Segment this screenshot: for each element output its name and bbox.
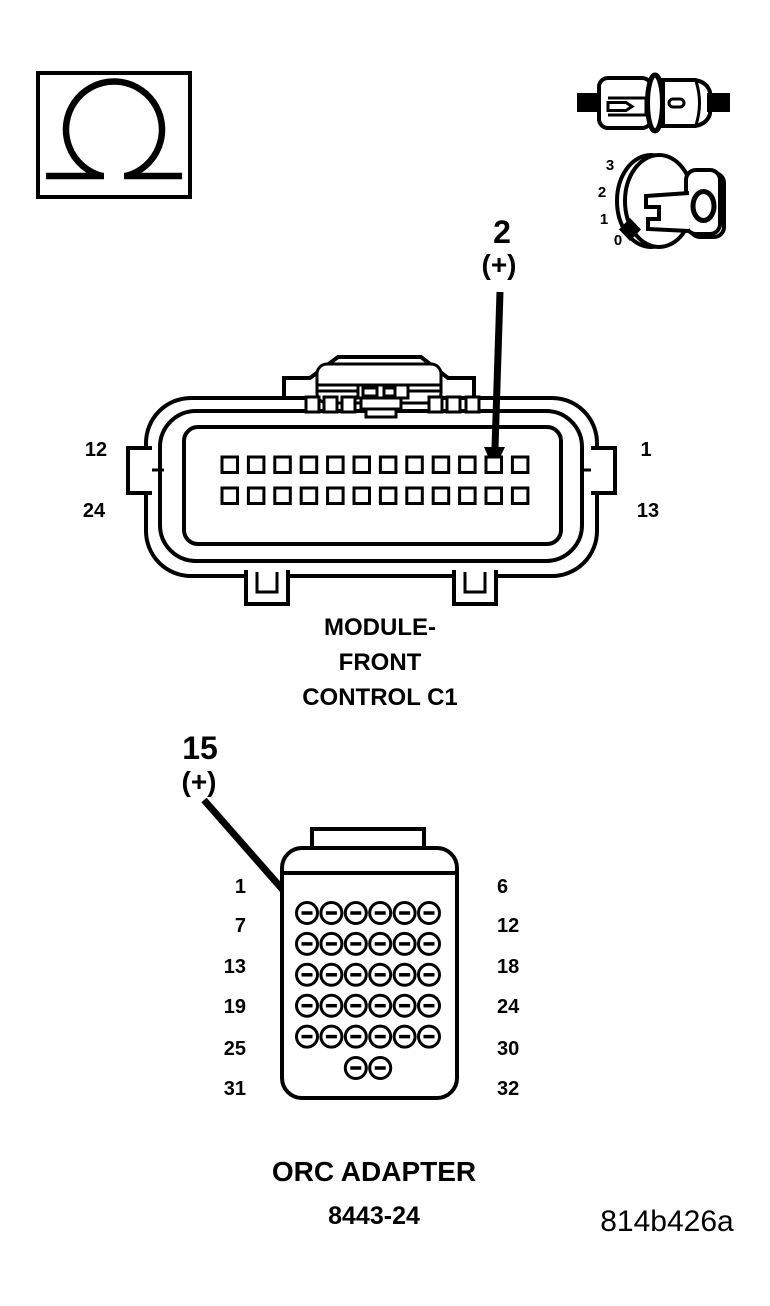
upper-label-bottom-right: 13 <box>637 500 659 522</box>
upper-probe-callout: 2 (+) <box>482 214 517 470</box>
right-index-notch <box>591 446 617 495</box>
female-connector-shoulder <box>694 80 701 126</box>
lower-right-labels: 6 12 18 24 30 32 <box>497 876 520 1100</box>
lower-probe-pin-number: 15 <box>182 730 218 766</box>
key-position-marker-diamond <box>619 218 641 241</box>
upper-pin-terminal <box>273 486 292 505</box>
upper-connector-caption: MODULE- FRONT CONTROL C1 <box>302 614 458 711</box>
upper-pin-terminal <box>405 486 424 505</box>
inner-shell <box>158 409 584 563</box>
upper-label-top-right: 1 <box>640 439 651 461</box>
latch-center-clip <box>356 383 410 419</box>
upper-pin-terminal <box>352 486 371 505</box>
female-connector-seal-ring <box>645 72 665 134</box>
latch-teeth <box>304 395 481 414</box>
upper-caption-line-2: FRONT <box>339 649 422 676</box>
upper-pin-terminal <box>246 486 266 505</box>
key-position-0: 0 <box>614 232 622 249</box>
upper-pin-terminal <box>510 486 530 505</box>
left-wire-stub <box>577 93 600 112</box>
male-connector-tab <box>606 101 635 112</box>
row-label-24: 24 <box>497 996 520 1018</box>
upper-pin-terminal <box>246 455 266 474</box>
row-label-1: 1 <box>235 876 246 898</box>
row-label-7: 7 <box>235 915 246 937</box>
upper-probe-polarity: (+) <box>482 249 517 280</box>
key-position-2: 2 <box>598 184 606 201</box>
bottom-tab-left-inner <box>255 572 279 594</box>
upper-label-top-left: 12 <box>85 439 107 461</box>
upper-pin-grid <box>220 455 530 505</box>
top-key-tab <box>310 827 426 850</box>
upper-pin-terminal <box>299 486 319 505</box>
lower-pin-grid <box>295 901 441 1080</box>
bottom-tab-left <box>244 570 290 606</box>
ohm-arc <box>62 78 166 180</box>
upper-connector: 12 24 1 13 <box>83 355 659 606</box>
row-label-18: 18 <box>497 956 519 978</box>
upper-pin-terminal <box>484 486 503 505</box>
lower-part-number: 8443-24 <box>328 1202 420 1230</box>
upper-pin-terminal <box>326 455 345 474</box>
upper-pin-terminal <box>220 455 239 474</box>
female-connector-slot <box>667 97 686 109</box>
upper-pin-terminal <box>378 486 398 505</box>
upper-pin-terminal <box>405 455 424 474</box>
upper-pin-terminal <box>378 455 398 474</box>
key-position-3: 3 <box>606 157 614 174</box>
lower-caption: ORC ADAPTER <box>272 1156 476 1187</box>
left-index-notch <box>126 446 152 495</box>
upper-pin-terminal <box>326 486 345 505</box>
upper-pin-terminal <box>273 455 292 474</box>
upper-caption-line-1: MODULE- <box>324 614 436 641</box>
bottom-tab-right <box>452 570 498 606</box>
key-head-hole <box>690 189 717 223</box>
upper-probe-arrow-line <box>491 291 504 449</box>
terminal-cavity <box>182 425 563 546</box>
row-label-13: 13 <box>224 956 246 978</box>
row-label-19: 19 <box>224 996 246 1018</box>
upper-pin-terminal <box>484 455 503 474</box>
row-label-32: 32 <box>497 1078 519 1100</box>
figure-id: 814b426a <box>600 1205 734 1238</box>
meter-box-frame <box>36 71 192 199</box>
upper-pin-terminal <box>431 486 451 505</box>
lower-connector-caption: ORC ADAPTER 8443-24 <box>272 1156 476 1230</box>
row-label-12: 12 <box>497 915 519 937</box>
upper-pin-terminal <box>458 455 477 474</box>
key-blade-outline <box>644 191 690 233</box>
key-blade-fill <box>646 193 689 231</box>
row-label-30: 30 <box>497 1038 519 1060</box>
upper-pin-terminal <box>299 455 319 474</box>
ohmmeter-symbol-box <box>36 71 192 199</box>
lower-probe-polarity: (+) <box>182 766 217 797</box>
key-position-1: 1 <box>600 211 608 228</box>
right-wire-stub <box>707 93 730 112</box>
upper-label-bottom-left: 24 <box>83 500 106 522</box>
connectors-disconnected-icon <box>577 72 730 134</box>
upper-pin-terminal <box>220 486 239 505</box>
upper-pin-terminal <box>352 455 371 474</box>
upper-pin-terminal <box>510 455 530 474</box>
ignition-key-off-icon: 3 2 1 0 <box>598 153 726 249</box>
upper-caption-line-3: CONTROL C1 <box>302 684 458 711</box>
upper-pin-terminal <box>431 455 451 474</box>
row-label-31: 31 <box>224 1078 246 1100</box>
lower-connector: 1 7 13 19 25 31 6 12 18 24 30 32 <box>224 827 520 1100</box>
lower-left-labels: 1 7 13 19 25 31 <box>224 876 246 1100</box>
upper-probe-pin-number: 2 <box>493 214 511 250</box>
bottom-tab-right-inner <box>463 572 487 594</box>
upper-pin-terminal <box>458 486 477 505</box>
row-label-6: 6 <box>497 876 508 898</box>
row-label-25: 25 <box>224 1038 246 1060</box>
latch-hump-outline <box>282 355 476 399</box>
ohm-symbol-icon <box>46 78 182 180</box>
